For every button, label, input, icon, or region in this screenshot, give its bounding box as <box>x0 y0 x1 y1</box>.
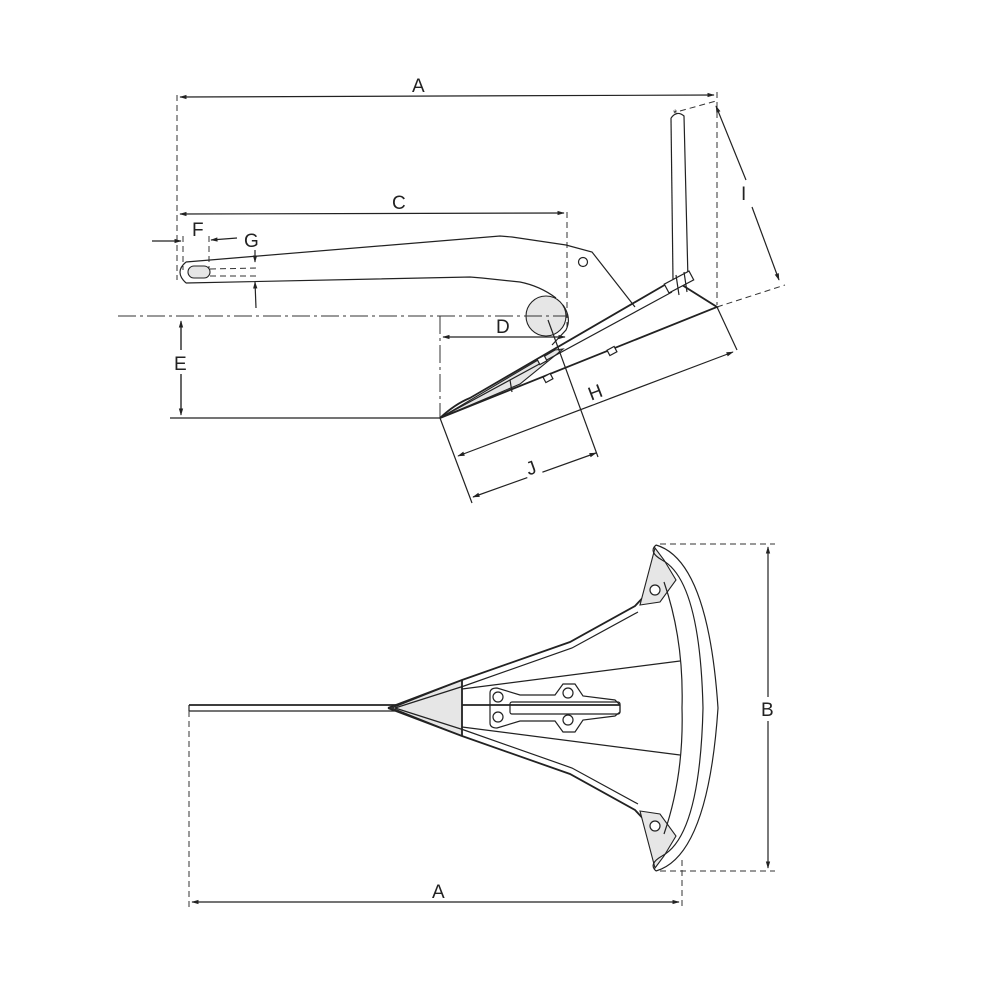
dimension-label-f: F <box>192 220 204 241</box>
dimension-f: F <box>152 220 238 270</box>
bolt <box>492 711 504 723</box>
center-plate <box>489 683 621 733</box>
roll-bar-plan <box>639 544 719 872</box>
dimension-d: D <box>439 316 566 418</box>
dimension-c: C <box>179 193 568 330</box>
dimension-label-a-bottom: A <box>432 882 445 903</box>
dimension-label-b: B <box>761 700 774 721</box>
shank-hole <box>577 256 589 268</box>
fluke-plan <box>387 585 681 831</box>
bolt <box>562 687 574 699</box>
dimension-i: I <box>679 100 786 308</box>
bolt <box>649 584 661 596</box>
bolt <box>492 691 504 703</box>
roll-bar: * <box>663 108 695 296</box>
dimension-b: B <box>660 543 778 872</box>
dimension-label-e: E <box>174 354 187 375</box>
dimension-label-c: C <box>392 193 406 214</box>
dimension-label-d: D <box>496 317 510 338</box>
dimension-a-top: A <box>176 76 718 305</box>
dimension-e: E <box>170 320 440 419</box>
dimension-g: G <box>244 231 259 309</box>
top-view: B A <box>188 543 778 908</box>
dimension-j: J <box>472 319 599 498</box>
bolt <box>649 820 661 832</box>
shackle-slot <box>187 265 211 279</box>
bolt <box>562 714 574 726</box>
dimension-a-bottom: A <box>188 711 683 908</box>
dimension-label-i: I <box>741 184 746 205</box>
dimension-label-g: G <box>244 231 259 252</box>
dimension-label-a: A <box>412 76 425 97</box>
anchor-fluke <box>439 282 719 419</box>
dimension-h: H <box>439 306 738 504</box>
svg-text:*: * <box>673 108 678 120</box>
side-view: A C F G <box>118 76 786 504</box>
